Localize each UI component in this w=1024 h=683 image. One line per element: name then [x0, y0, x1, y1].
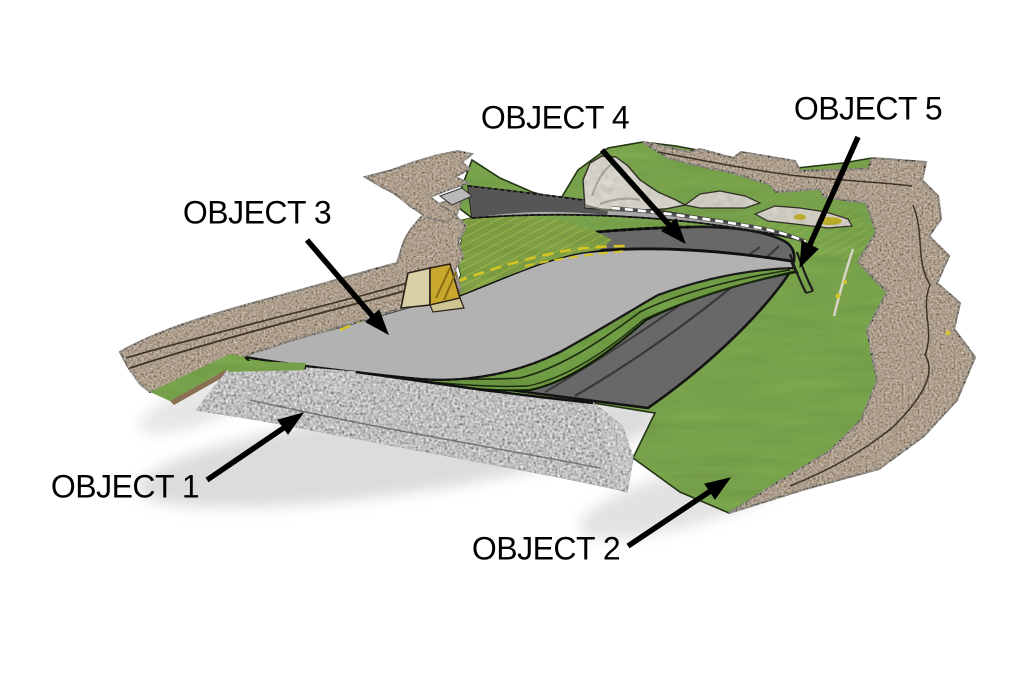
drainage-ditch: [788, 251, 814, 294]
gravel-notch: [304, 367, 357, 398]
yellow-speck: [945, 330, 951, 336]
fence-line: [611, 206, 807, 244]
road-glimpse: [438, 187, 473, 206]
label-object-2: OBJECT 2: [471, 530, 621, 567]
label-object-4: OBJECT 4: [480, 99, 630, 136]
arrow-object-5: [799, 135, 861, 269]
yellow-speck: [835, 293, 841, 299]
arrow-object-2: [626, 477, 732, 549]
gravel-seam: [249, 399, 601, 469]
cut-slope: [339, 215, 629, 332]
soil-underline: [170, 362, 243, 405]
yellow-speck: [843, 280, 847, 284]
label-object-3: OBJECT 3: [182, 194, 332, 231]
grass-sliver-left: [225, 360, 306, 372]
grass-wedge-left: [150, 354, 245, 401]
culvert-block: [400, 263, 465, 313]
gravel-embankment: [195, 360, 634, 493]
gravel-side-face: [591, 401, 634, 493]
annotation-arrows: [205, 135, 861, 549]
terrain-brown-left: [118, 194, 468, 405]
yellow-edge-line-2: [524, 250, 626, 267]
lane-line-outer: [574, 245, 780, 397]
terrain-brown-top-piece: [362, 150, 475, 223]
label-object-5: OBJECT 5: [793, 90, 943, 127]
shoulder-bottom-stitch: [244, 351, 561, 381]
rock-yellow-patch: [794, 214, 806, 220]
arrow-object-3: [304, 238, 389, 336]
label-object-1: OBJECT 1: [50, 468, 200, 505]
arrow-object-4: [599, 148, 686, 245]
arrow-object-1: [205, 412, 305, 483]
